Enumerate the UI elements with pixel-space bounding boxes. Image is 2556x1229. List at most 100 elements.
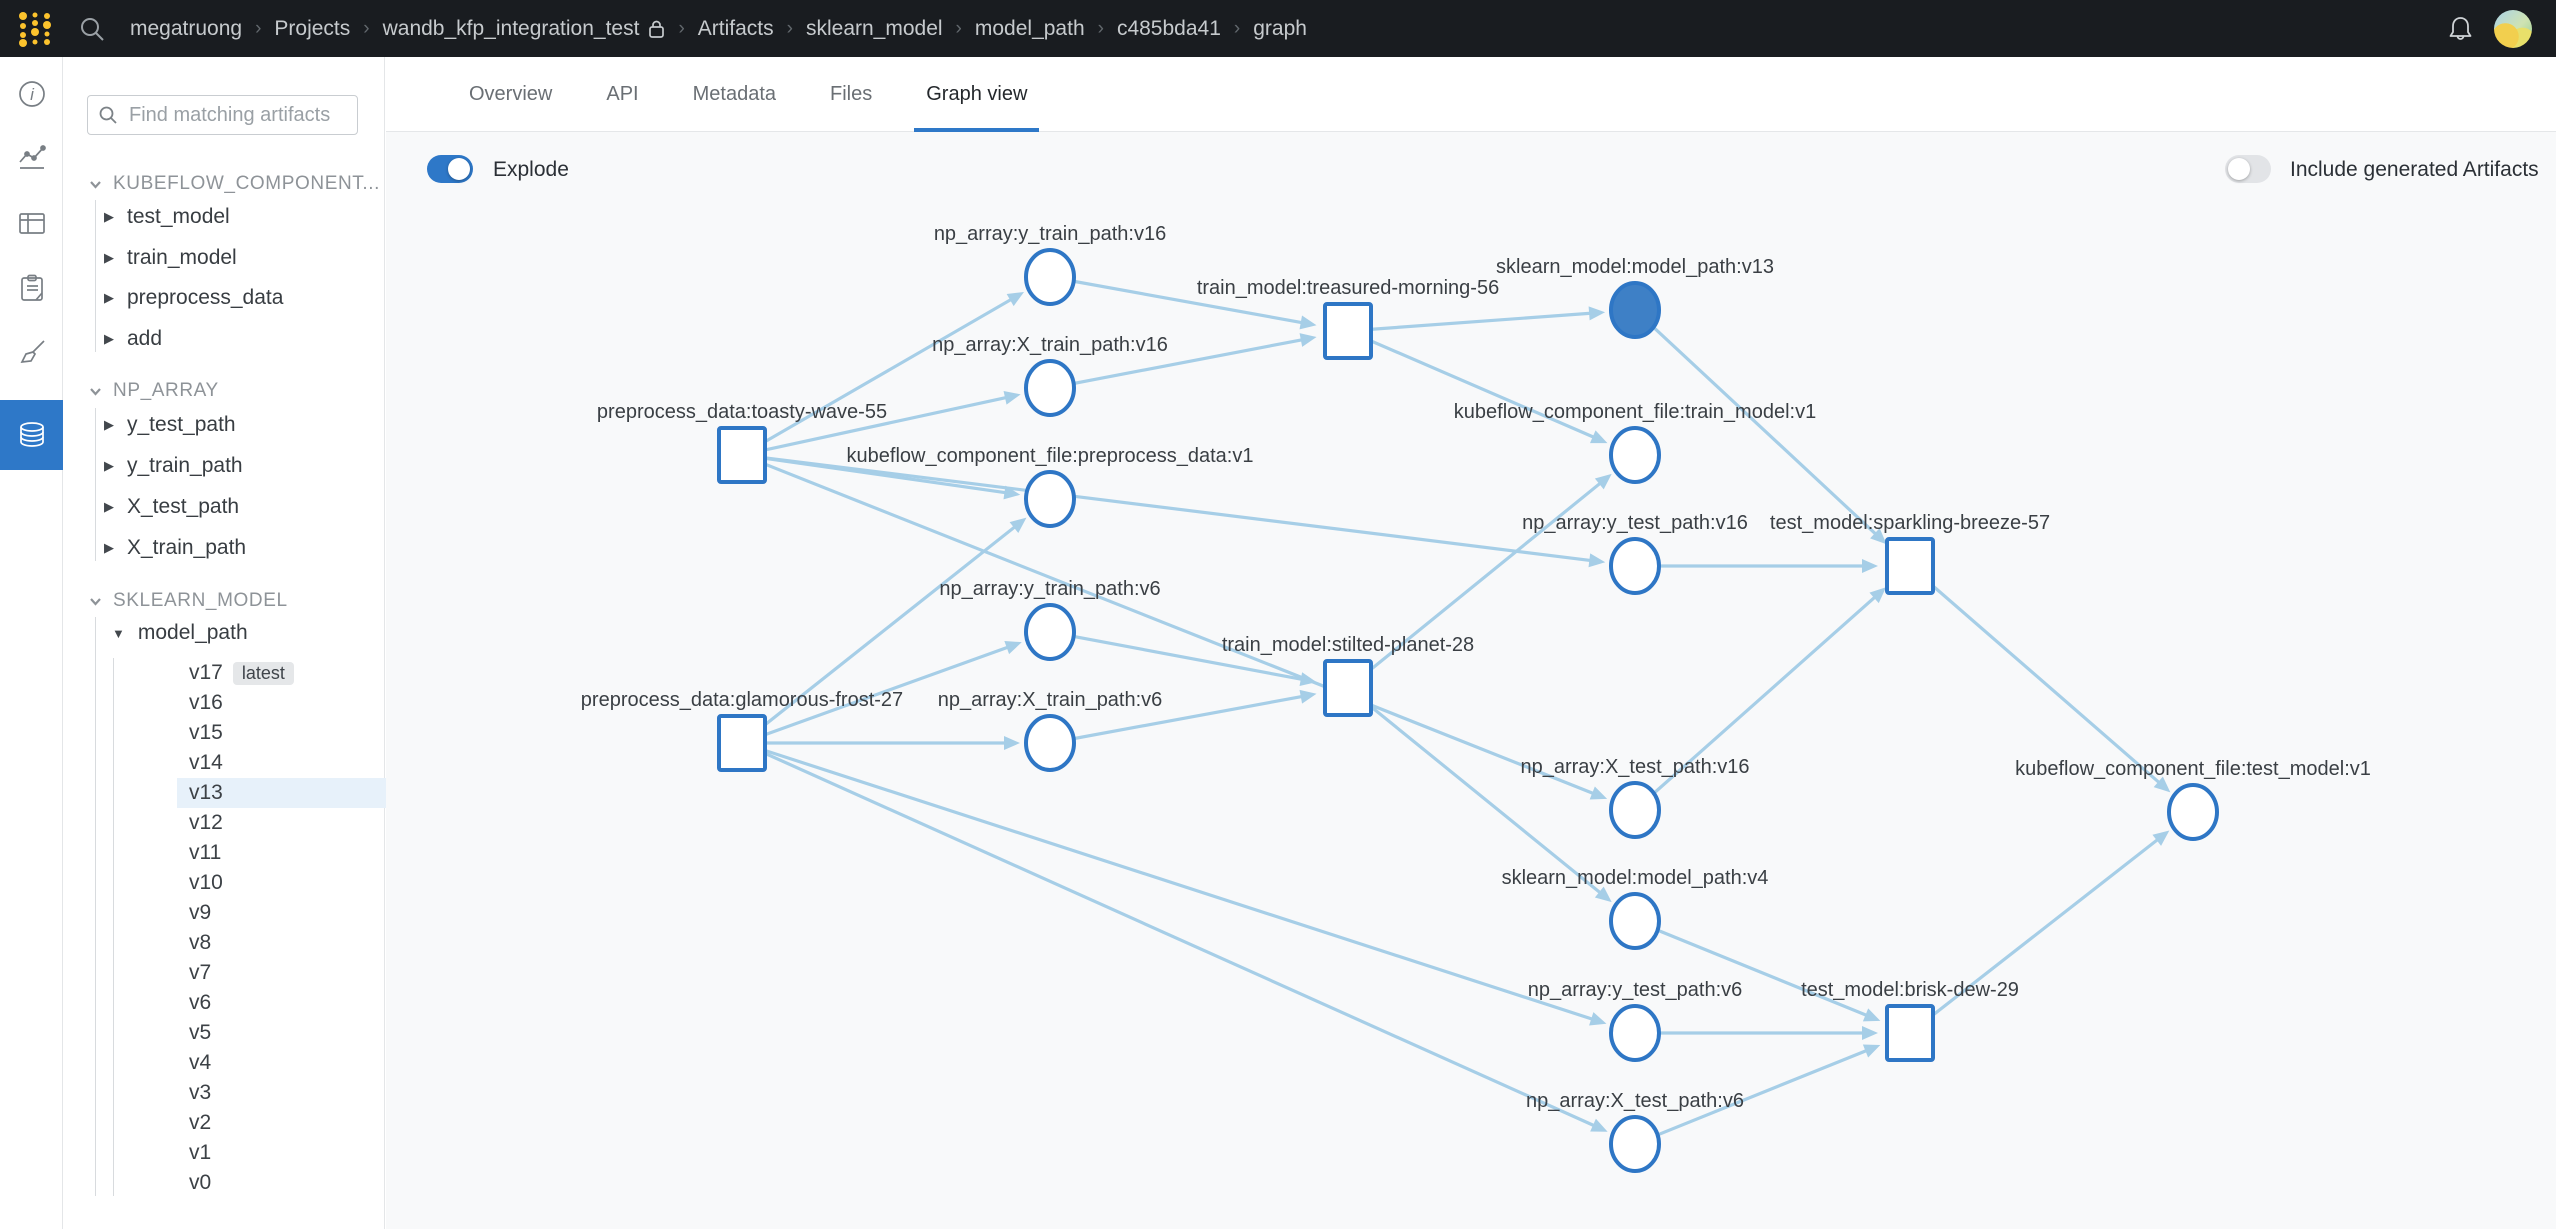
run-node-toasty_wave_55[interactable]: [719, 428, 765, 482]
version-row-v1[interactable]: v1: [189, 1138, 211, 1168]
graph-edge: [742, 743, 1601, 1022]
rail-item-line-chart[interactable]: [0, 126, 63, 190]
version-row-v2[interactable]: v2: [189, 1108, 211, 1138]
breadcrumb-item[interactable]: c485bda41: [1117, 17, 1221, 41]
tree-item-add[interactable]: ▶add: [104, 324, 162, 354]
artifact-node-y_train_v16[interactable]: [1026, 250, 1074, 304]
lock-icon: [648, 19, 665, 39]
artifact-node-X_test_v16[interactable]: [1611, 783, 1659, 837]
graph-node-label: np_array:X_train_path:v16: [932, 334, 1168, 356]
graph-node-label: test_model:sparkling-breeze-57: [1770, 512, 2050, 534]
breadcrumb-item[interactable]: sklearn_model: [806, 17, 943, 41]
graph-node-label: np_array:y_test_path:v6: [1528, 979, 1743, 1001]
graph-edge: [1635, 310, 1882, 540]
artifact-node-y_test_v16[interactable]: [1611, 539, 1659, 593]
artifact-node-X_train_v16[interactable]: [1026, 361, 1074, 415]
run-node-sparkling_breeze_57[interactable]: [1887, 539, 1933, 593]
version-row-v8[interactable]: v8: [189, 928, 211, 958]
run-node-treasured_morning_56[interactable]: [1325, 304, 1371, 358]
tab-overview[interactable]: Overview: [457, 57, 564, 131]
tree-item-label: train_model: [127, 246, 237, 270]
artifact-node-y_test_v6[interactable]: [1611, 1006, 1659, 1060]
tree-guide-line: [113, 658, 114, 1196]
artifact-node-X_train_v6[interactable]: [1026, 716, 1074, 770]
version-label: v9: [189, 901, 211, 925]
artifact-node-preprocess_cf_v1[interactable]: [1026, 472, 1074, 526]
tree-item-X_train_path[interactable]: ▶X_train_path: [104, 533, 246, 563]
version-row-v9[interactable]: v9: [189, 898, 211, 928]
graph-node-label: kubeflow_component_file:preprocess_data:…: [847, 445, 1254, 467]
breadcrumb-separator: ›: [956, 18, 962, 40]
version-row-v4[interactable]: v4: [189, 1048, 211, 1078]
tree-item-preprocess_data[interactable]: ▶preprocess_data: [104, 283, 283, 313]
breadcrumb-item[interactable]: Artifacts: [698, 17, 774, 41]
navbar-search-icon[interactable]: [78, 15, 106, 43]
tree-item-y_test_path[interactable]: ▶y_test_path: [104, 410, 236, 440]
artifact-search-input[interactable]: [127, 103, 347, 128]
version-label: v4: [189, 1051, 211, 1075]
version-row-v7[interactable]: v7: [189, 958, 211, 988]
version-row-v5[interactable]: v5: [189, 1018, 211, 1048]
artifact-node-model_v4[interactable]: [1611, 894, 1659, 948]
version-row-v0[interactable]: v0: [189, 1168, 211, 1198]
wandb-logo-icon[interactable]: [16, 10, 56, 48]
notifications-bell-icon[interactable]: [2447, 15, 2474, 43]
version-row-v12[interactable]: v12: [189, 808, 223, 838]
artifact-node-y_train_v6[interactable]: [1026, 605, 1074, 659]
breadcrumb-item[interactable]: Projects: [274, 17, 350, 41]
rail-item-info[interactable]: i: [0, 62, 63, 126]
tree-item-label: X_train_path: [127, 536, 246, 560]
version-row-v10[interactable]: v10: [189, 868, 223, 898]
tab-api[interactable]: API: [594, 57, 650, 131]
graph-edge-arrowhead: [1004, 736, 1020, 750]
artifact-node-X_test_v6[interactable]: [1611, 1117, 1659, 1171]
tree-item-test_model[interactable]: ▶test_model: [104, 202, 230, 232]
artifact-node-test_cf_v1[interactable]: [2169, 785, 2217, 839]
rail-item-broom[interactable]: [0, 320, 63, 384]
tree-item-train_model[interactable]: ▶train_model: [104, 243, 237, 273]
run-node-glamorous_frost_27[interactable]: [719, 716, 765, 770]
tab-graph-view[interactable]: Graph view: [914, 57, 1039, 131]
version-row-v17[interactable]: v17latest: [189, 658, 294, 688]
tree-item-model_path[interactable]: ▼model_path: [112, 618, 248, 648]
graph-edge-arrowhead: [1300, 690, 1317, 704]
version-row-v6[interactable]: v6: [189, 988, 211, 1018]
artifact-node-model_v13[interactable]: [1611, 283, 1659, 337]
breadcrumb-item[interactable]: graph: [1253, 17, 1307, 41]
rail-item-database[interactable]: [0, 400, 63, 470]
artifact-tabs: Overview API Metadata Files Graph view: [386, 57, 2556, 132]
graph-edge-arrowhead: [1589, 306, 1605, 320]
version-row-v11[interactable]: v11: [189, 838, 221, 868]
graph-node-label: sklearn_model:model_path:v13: [1496, 256, 1774, 278]
breadcrumb-item[interactable]: wandb_kfp_integration_test: [383, 17, 666, 41]
version-row-v3[interactable]: v3: [189, 1078, 211, 1108]
version-row-v15[interactable]: v15: [189, 718, 223, 748]
tab-metadata[interactable]: Metadata: [681, 57, 788, 131]
breadcrumb-item[interactable]: model_path: [975, 17, 1085, 41]
tree-section-sklearn_model[interactable]: SKLEARN_MODEL: [88, 587, 288, 615]
version-row-v13[interactable]: v13: [189, 778, 223, 808]
tree-section-np_array[interactable]: NP_ARRAY: [88, 377, 219, 405]
breadcrumb-separator: ›: [363, 18, 369, 40]
tree-item-X_test_path[interactable]: ▶X_test_path: [104, 492, 239, 522]
run-node-stilted_planet_28[interactable]: [1325, 661, 1371, 715]
user-avatar[interactable]: [2494, 10, 2532, 48]
graph-edge: [742, 455, 1599, 562]
tree-item-y_train_path[interactable]: ▶y_train_path: [104, 451, 243, 481]
tree-section-kubeflow_component[interactable]: KUBEFLOW_COMPONENT...: [88, 170, 380, 198]
graph-edge: [1635, 921, 1875, 1019]
version-row-v14[interactable]: v14: [189, 748, 223, 778]
tab-files[interactable]: Files: [818, 57, 884, 131]
breadcrumb: megatruong › Projects › wandb_kfp_integratio…: [130, 17, 1307, 41]
rail-item-clipboard[interactable]: [0, 256, 63, 320]
rail-item-table[interactable]: [0, 191, 63, 255]
breadcrumb-item[interactable]: megatruong: [130, 17, 242, 41]
graph-node-label: train_model:stilted-planet-28: [1222, 634, 1474, 656]
version-row-v16[interactable]: v16: [189, 688, 223, 718]
artifact-node-train_cf_v1[interactable]: [1611, 428, 1659, 482]
line-chart-icon: [17, 143, 47, 173]
run-node-brisk_dew_29[interactable]: [1887, 1006, 1933, 1060]
latest-badge: latest: [233, 662, 294, 685]
table-icon: [17, 208, 47, 238]
